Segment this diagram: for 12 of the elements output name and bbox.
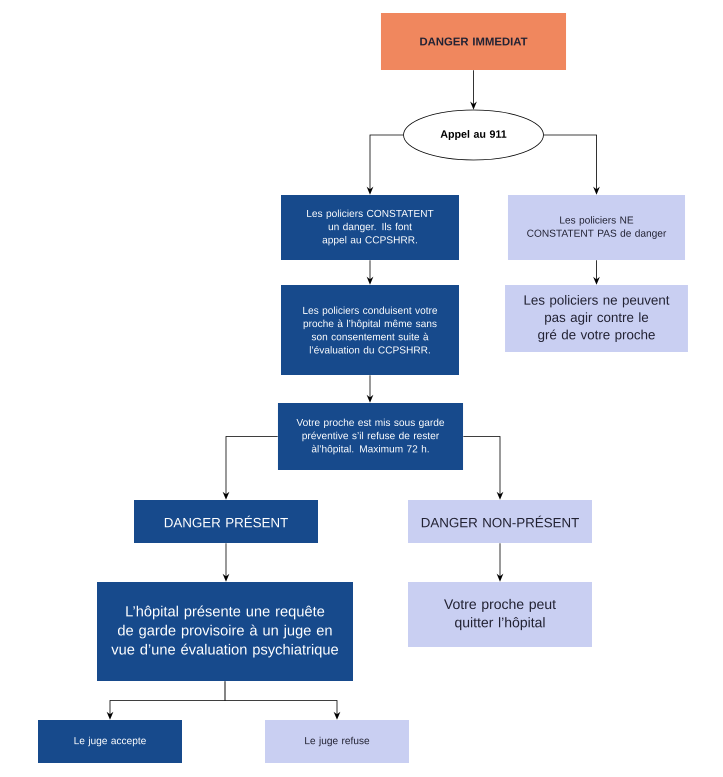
process-box: Les policiers NE CONSTATENT PAS de danger <box>508 194 686 260</box>
process-box: Les policiers ne peuvent pas agir contre le gré de votre proche <box>505 285 688 352</box>
process-box: DANGER NON-PRÉSENT <box>408 500 592 543</box>
process-box: DANGER IMMEDIAT <box>380 12 566 70</box>
process-box: Votre proche peut quitter l’hôpital <box>408 582 592 648</box>
process-box: Les policiers conduisent votre proche à l’hôpital même sans son consentement suite à l’évaluation du CCPSHRR. <box>281 285 459 375</box>
process-box: Les policiers CONSTATENT un danger. Ils font appel au CCPSHRR. <box>281 194 459 260</box>
process-box: L’hôpital présente une requête de garde provisoire à un juge en vue d’une évaluation psychiatrique <box>97 582 353 681</box>
process-box: DANGER PRÉSENT <box>134 500 318 543</box>
process-box: Le juge accepte <box>38 720 182 763</box>
process-box: Le juge refuse <box>265 720 409 763</box>
process-box: Votre proche est mis sous garde préventive s’il refuse de rester àl’hôpital. Maximum 72 h. <box>278 403 464 470</box>
